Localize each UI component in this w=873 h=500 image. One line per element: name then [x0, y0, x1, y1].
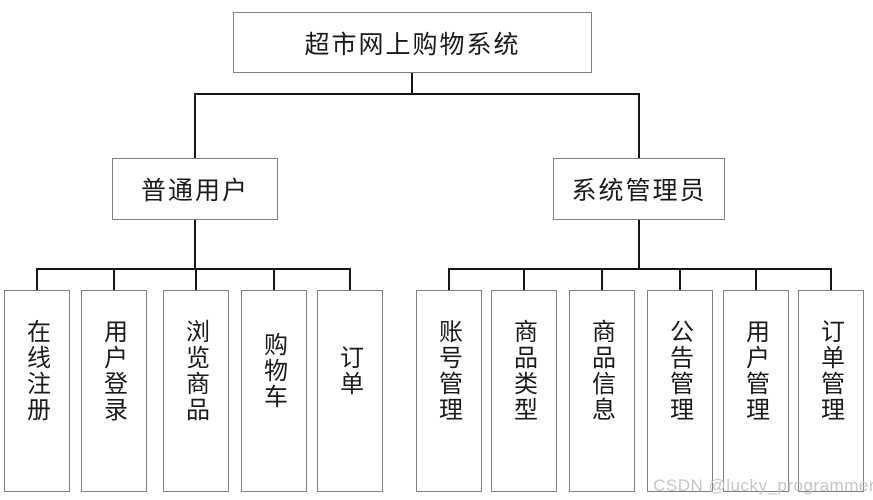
branch-node-ordinary-user: 普通用户 — [112, 158, 278, 220]
leaf-node-product-type: 商品类型 — [491, 290, 557, 492]
branch-node-label: 普通用户 — [140, 176, 249, 205]
connector-left-children-bar — [36, 268, 351, 270]
connector-leaf-stub — [448, 268, 450, 290]
connector-drop-right-branch — [638, 93, 640, 158]
connector-root-stub — [411, 72, 413, 94]
leaf-node-user-login: 用户登录 — [81, 290, 147, 492]
csdn-watermark: CSDN @lucky_programmer — [653, 476, 873, 495]
connector-leaf-stub — [36, 268, 38, 290]
leaf-node-user-management: 用户管理 — [723, 290, 789, 492]
root-node-label: 超市网上购物系统 — [304, 29, 521, 59]
leaf-node-announcement-management: 公告管理 — [647, 290, 713, 492]
leaf-node-label: 公告管理 — [665, 319, 694, 423]
leaf-node-label: 商品类型 — [509, 319, 538, 423]
leaf-node-label: 在线注册 — [22, 319, 51, 423]
connector-leaf-stub — [113, 268, 115, 290]
branch-node-system-admin: 系统管理员 — [553, 158, 725, 220]
connector-drop-left-branch — [194, 93, 196, 158]
connector-right-children-bar — [448, 268, 832, 270]
leaf-node-label: 商品信息 — [587, 319, 616, 423]
connector-leaf-stub — [830, 268, 832, 290]
branch-node-label: 系统管理员 — [571, 176, 707, 205]
connector-leaf-stub — [601, 268, 603, 290]
leaf-node-online-register: 在线注册 — [4, 290, 70, 492]
connector-leaf-stub — [195, 268, 197, 290]
leaf-node-order: 订单 — [317, 290, 383, 492]
connector-leaf-stub — [349, 268, 351, 290]
leaf-node-shopping-cart: 购物车 — [241, 290, 307, 492]
connector-level1-bar — [194, 93, 640, 95]
connector-leaf-stub — [679, 268, 681, 290]
connector-leaf-stub — [273, 268, 275, 290]
root-node-system-title: 超市网上购物系统 — [233, 12, 592, 73]
connector-left-branch-stub — [194, 219, 196, 270]
leaf-node-label: 订单 — [335, 345, 364, 397]
connector-right-branch-stub — [638, 219, 640, 270]
connector-leaf-stub — [523, 268, 525, 290]
leaf-node-label: 浏览商品 — [181, 319, 210, 423]
leaf-node-label: 用户登录 — [99, 319, 128, 423]
leaf-node-label: 购物车 — [259, 332, 288, 410]
leaf-node-browse-products: 浏览商品 — [163, 290, 229, 492]
leaf-node-account-management: 账号管理 — [416, 290, 482, 492]
connector-leaf-stub — [755, 268, 757, 290]
leaf-node-label: 订单管理 — [816, 319, 845, 423]
leaf-node-product-info: 商品信息 — [569, 290, 635, 492]
leaf-node-label: 账号管理 — [434, 319, 463, 423]
leaf-node-order-management: 订单管理 — [798, 290, 864, 492]
leaf-node-label: 用户管理 — [741, 319, 770, 423]
